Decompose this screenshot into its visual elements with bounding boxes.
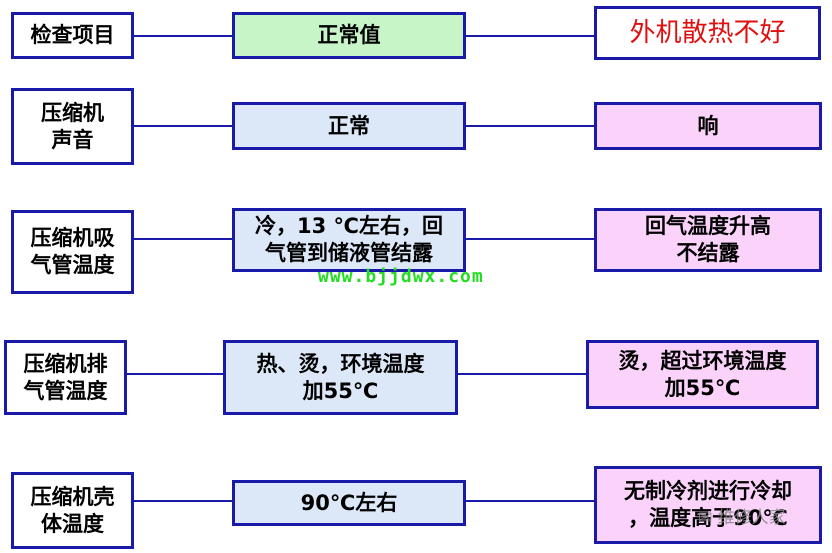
normal-label: 90℃左右: [300, 490, 398, 515]
fault-label: 回气温度升高 不结露: [645, 214, 771, 265]
fault-label: 响: [697, 113, 719, 138]
header-item-label: 检查项目: [30, 23, 115, 47]
connector-line: [134, 238, 232, 240]
normal-label: 正常: [328, 113, 370, 138]
connector-line: [466, 35, 594, 37]
item-box-shell-temp: 压缩机壳 体温度: [11, 472, 134, 549]
item-box-discharge-temp: 压缩机排 气管温度: [4, 340, 127, 415]
item-box-compressor-sound: 压缩机 声音: [11, 88, 134, 165]
header-normal-box: 正常值: [232, 12, 466, 59]
connector-line: [466, 238, 594, 240]
connector-line: [466, 125, 594, 127]
normal-box-compressor-sound: 正常: [232, 102, 466, 150]
item-label: 压缩机排 气管温度: [23, 351, 108, 403]
normal-box-suction-temp: 冷，13 ℃左右，回 气管到储液管结露: [232, 208, 466, 272]
header-fault-label: 外机散热不好: [629, 17, 786, 48]
normal-label: 热、烫，环境温度 加55℃: [256, 351, 425, 403]
fault-box-discharge-temp: 烫，超过环境温度 加55℃: [586, 340, 819, 409]
normal-box-shell-temp: 90℃左右: [232, 480, 466, 526]
fault-label: 烫，超过环境温度 加55℃: [618, 348, 787, 400]
connector-line: [134, 125, 232, 127]
connector-line: [134, 35, 232, 37]
fault-box-suction-temp: 回气温度升高 不结露: [594, 208, 822, 272]
header-normal-label: 正常值: [317, 23, 381, 47]
connector-line: [458, 373, 586, 375]
normal-label: 冷，13 ℃左右，回 气管到储液管结露: [255, 214, 443, 265]
item-label: 压缩机 声音: [41, 100, 104, 152]
connector-line: [466, 500, 594, 502]
fault-label: 无制冷剂进行冷却 ，温度高于90℃: [624, 479, 792, 530]
header-item-box: 检查项目: [11, 12, 134, 59]
header-fault-box: 外机散热不好: [594, 6, 821, 60]
connector-line: [134, 500, 232, 502]
watermark-url: www.bjjdwx.com: [318, 266, 484, 287]
chat-bubble-icon: ✉: [698, 508, 713, 528]
watermark-brand: ✉ 维修人家: [698, 503, 786, 528]
item-label: 压缩机吸 气管温度: [30, 226, 115, 277]
watermark-brand-text: 维修人家: [717, 508, 786, 528]
normal-box-discharge-temp: 热、烫，环境温度 加55℃: [223, 340, 458, 415]
fault-box-compressor-sound: 响: [594, 102, 822, 150]
connector-line: [127, 373, 223, 375]
item-box-suction-temp: 压缩机吸 气管温度: [11, 210, 134, 294]
fault-box-shell-temp: 无制冷剂进行冷却 ，温度高于90℃: [594, 466, 822, 544]
item-label: 压缩机壳 体温度: [30, 484, 115, 536]
